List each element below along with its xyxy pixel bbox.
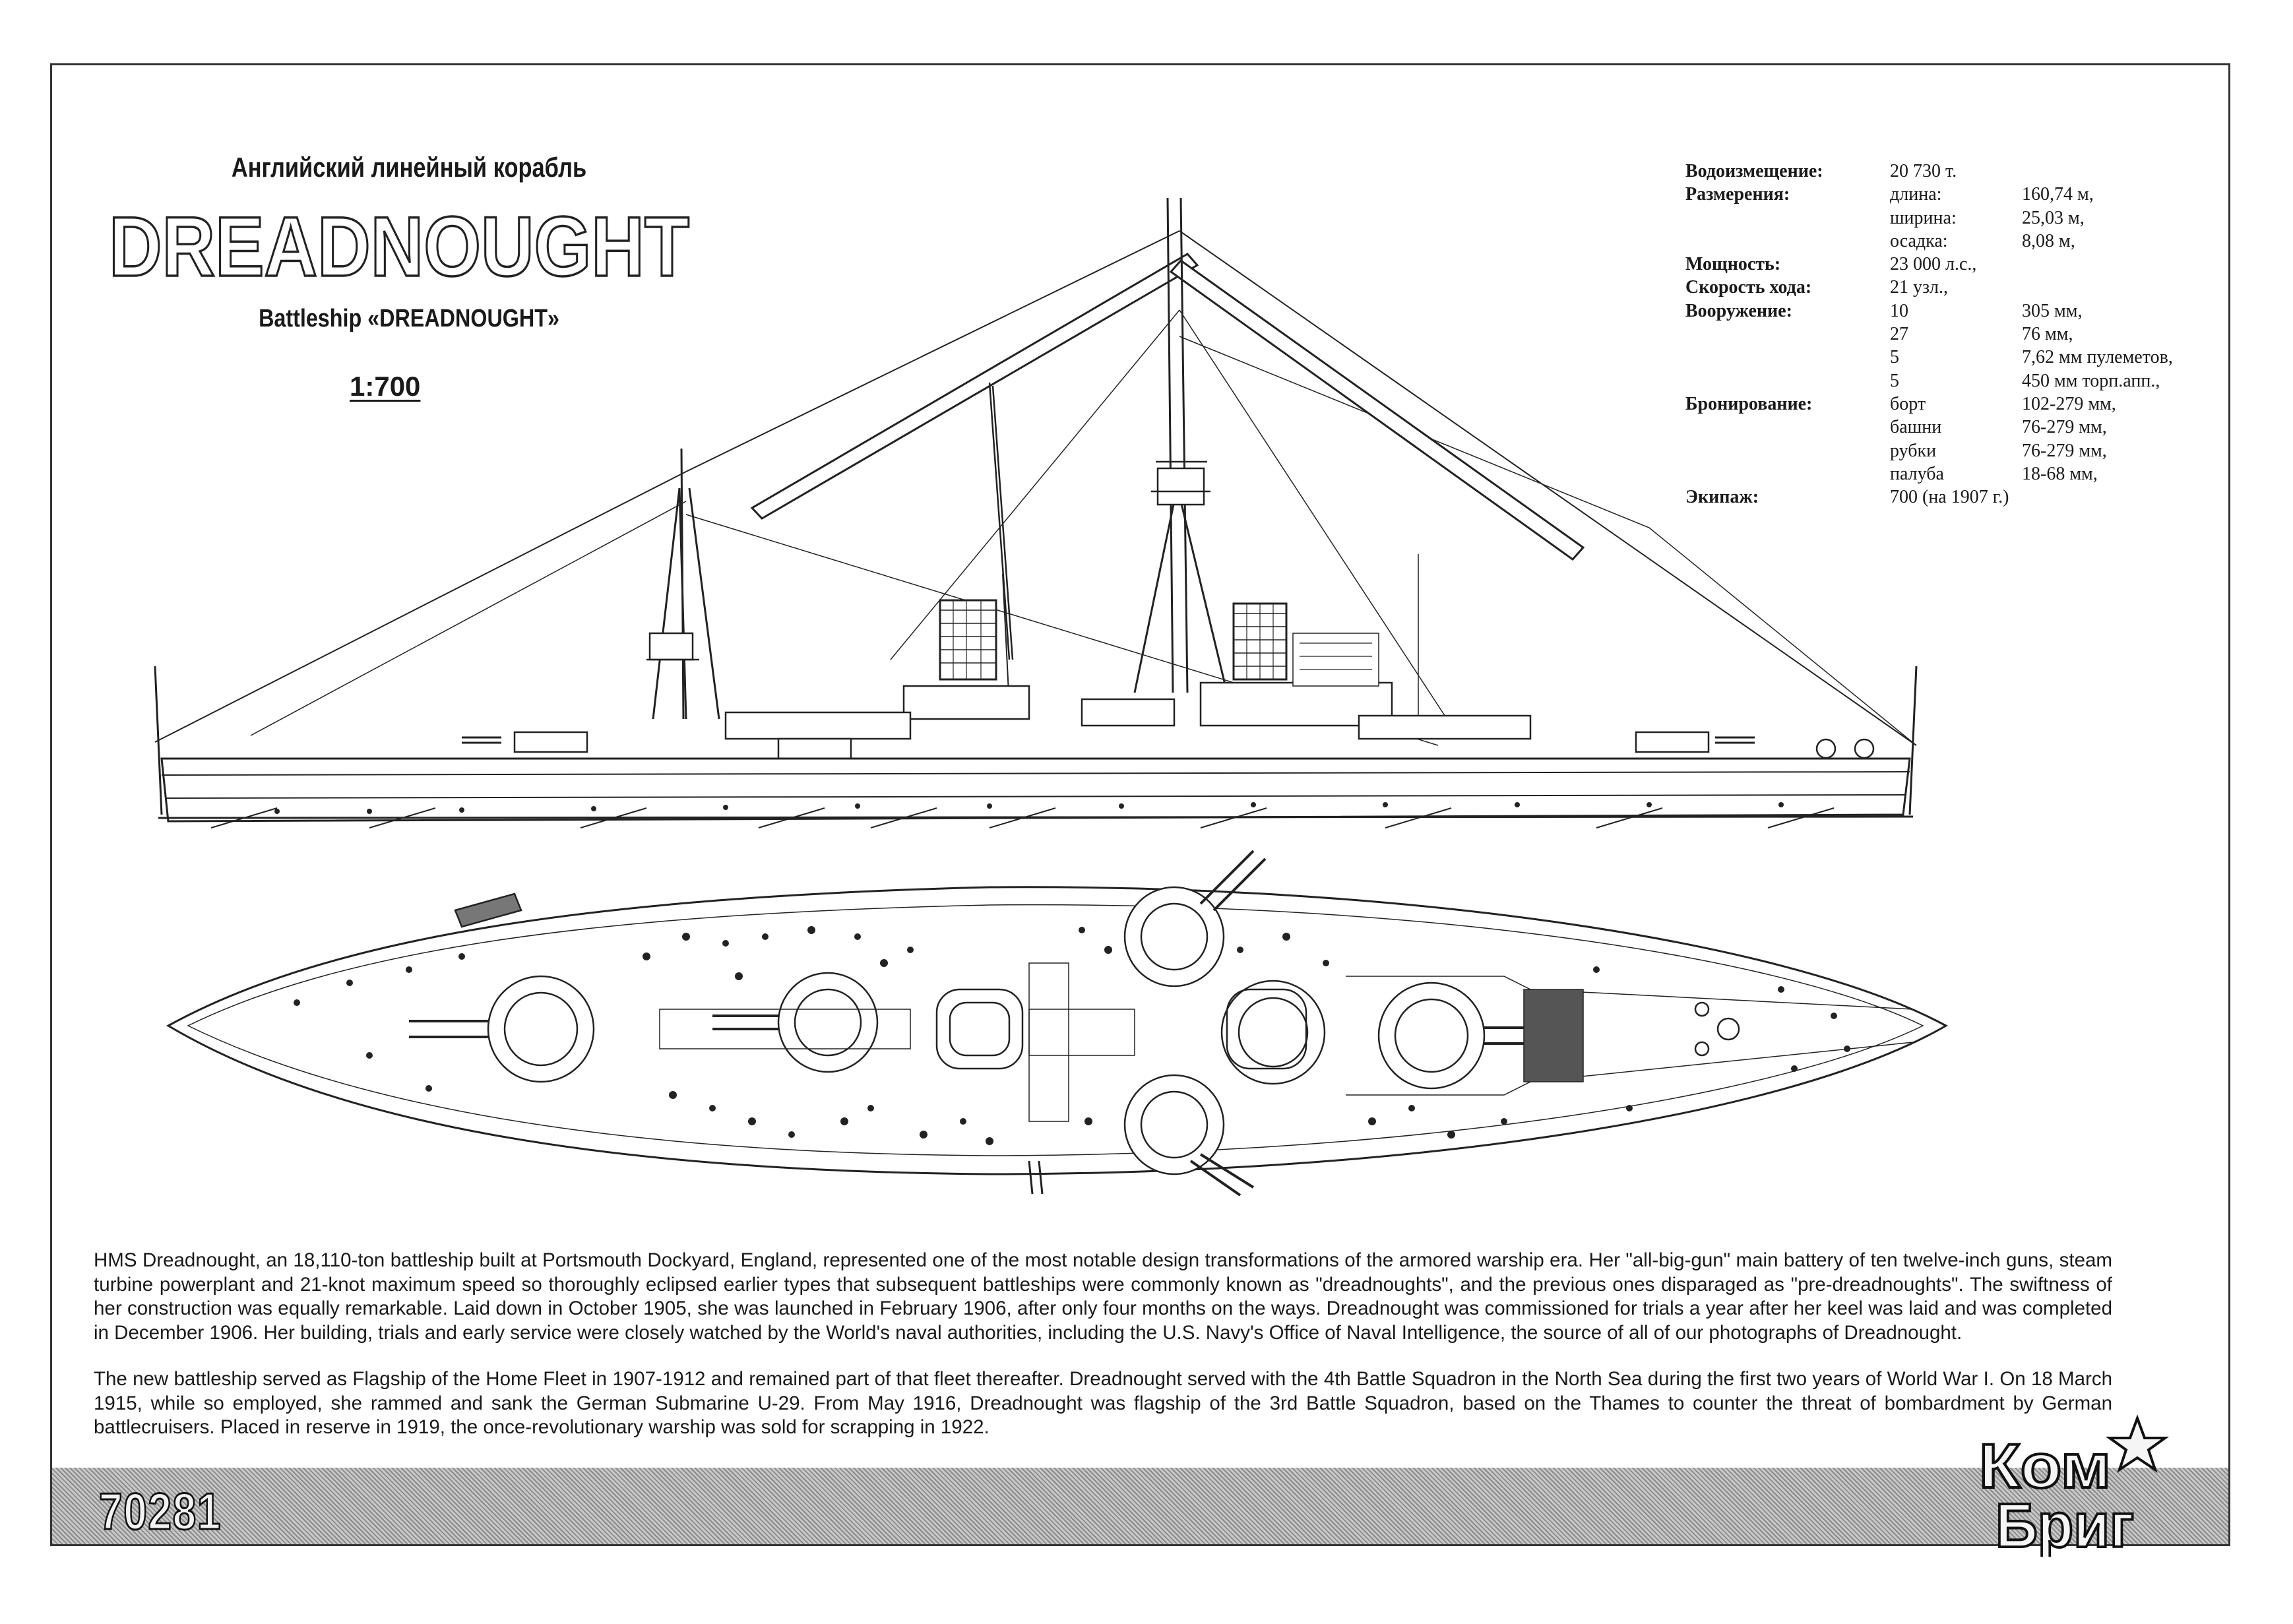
spec-label: Экипаж:	[1685, 487, 1759, 508]
spec-value: 21 узл.,	[1890, 277, 1949, 298]
spec-value: 18-68 мм,	[2022, 463, 2098, 484]
kombrig-logo: Ком Бриг	[1978, 1414, 2170, 1557]
spec-value: длина:	[1890, 184, 1942, 205]
spec-value: 76-279 мм,	[2022, 440, 2107, 461]
ship-title-text: DREADNOUGHT	[109, 200, 689, 290]
ship-class-subtitle: Английский линейный корабль	[231, 152, 587, 183]
ship-plan-view	[166, 850, 1949, 1197]
spec-label: Бронирование:	[1685, 393, 1813, 414]
drawing-frame	[50, 63, 2230, 1546]
ship-drawings	[154, 197, 1949, 1197]
footer-band	[52, 1468, 2228, 1544]
spec-value: 23 000 л.с.,	[1890, 254, 1977, 275]
history-description: HMS Dreadnought, an 18,110-ton battleshi…	[94, 1249, 2112, 1462]
spec-value: осадка:	[1890, 230, 1948, 251]
spec-value: 25,03 м,	[2022, 207, 2085, 228]
deck-fittings	[274, 802, 1850, 1145]
spec-label: Водоизмещение:	[1685, 161, 1823, 181]
spec-label: Скорость хода:	[1685, 277, 1812, 298]
description-paragraph: HMS Dreadnought, an 18,110-ton battleshi…	[94, 1249, 2112, 1344]
spec-value: палуба	[1890, 463, 1944, 484]
spec-value: 102-279 мм,	[2022, 393, 2116, 414]
spec-value: 8,08 м,	[2022, 230, 2075, 251]
spec-value: 5	[1890, 347, 1899, 368]
description-paragraph: The new battleship served as Flagship of…	[94, 1368, 2112, 1438]
spec-label: Мощность:	[1685, 254, 1781, 275]
ship-subtitle-english: Battleship «DREADNOUGHT»	[259, 305, 559, 332]
spec-value: 305 мм,	[2022, 300, 2083, 321]
spec-value: ширина:	[1890, 207, 1957, 228]
spec-value: рубки	[1890, 440, 1937, 461]
logo-text-bottom: Бриг	[1995, 1491, 2134, 1557]
spec-value: 10	[1890, 300, 1908, 321]
spec-value: 27	[1890, 324, 1908, 345]
star-icon	[2105, 1414, 2170, 1473]
spec-value: 76-279 мм,	[2022, 417, 2107, 438]
spec-value: 160,74 м,	[2022, 184, 2094, 205]
spec-value: 700 (на 1907 г.)	[1890, 487, 2009, 508]
spec-value: 76 мм,	[2022, 324, 2073, 345]
spec-label: Размерения:	[1685, 184, 1790, 205]
spec-value: 5	[1890, 370, 1899, 391]
spec-value: башни	[1890, 417, 1942, 438]
spec-value: 20 730 т.	[1890, 161, 1957, 181]
catalog-number: 70281	[98, 1482, 222, 1542]
logo-text-top: Ком	[1979, 1431, 2111, 1501]
spec-value: 450 мм торп.апп.,	[2022, 370, 2160, 391]
model-scale: 1:700	[350, 371, 421, 402]
spec-label: Вооружение:	[1685, 300, 1792, 321]
spec-value: борт	[1890, 393, 1926, 414]
ship-profile-view	[154, 197, 1918, 828]
spec-value: 7,62 мм пулеметов,	[2022, 347, 2173, 368]
ship-title: DREADNOUGHT	[108, 199, 691, 290]
